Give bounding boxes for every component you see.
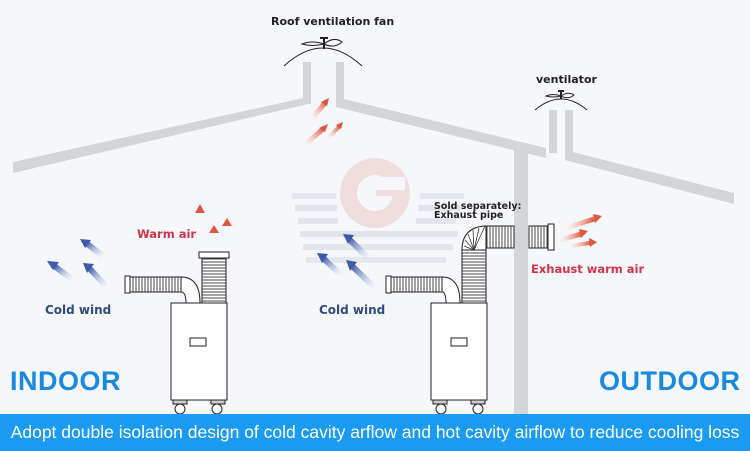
cold-wind-arrows-center: [317, 234, 377, 290]
roof-left-slope: [13, 97, 308, 173]
warm-air-arrows-outdoor: [559, 214, 602, 248]
center-cold-pipe: [389, 276, 443, 293]
center-ac-unit: [385, 223, 555, 415]
center-unit-wheel: [435, 403, 447, 415]
ventilator-duct-right: [565, 110, 573, 156]
indoor-unit-display: [189, 337, 207, 347]
roof-fan-label: Roof ventilation fan: [271, 15, 395, 28]
exhaust-pipe-vertical: [461, 249, 487, 304]
cold-wind-left-label: Cold wind: [45, 303, 112, 317]
indoor-ac-unit: [124, 251, 230, 415]
roof-right-slope: [336, 97, 546, 158]
sold-separately-label: Sold separately: Exhaust pipe: [434, 201, 522, 221]
center-unit-wheel: [472, 403, 484, 415]
warm-air-label: Warm air: [137, 227, 197, 241]
exterior-wall: [514, 144, 528, 414]
exhaust-warm-air-label: Exhaust warm air: [531, 262, 645, 276]
footer-caption: Adopt double isolation design of cold ca…: [10, 422, 740, 442]
center-unit-display: [450, 337, 468, 347]
warm-air-arrows-indoor: [195, 204, 232, 250]
sold-separately-line1: Sold separately:: [434, 201, 522, 212]
logo-stripes: [292, 193, 464, 263]
center-unit-body: [430, 302, 488, 401]
watermark-logo: [292, 158, 464, 263]
footer-caption-bar: Adopt double isolation design of cold ca…: [0, 414, 750, 451]
outdoor-label: OUTDOOR: [599, 366, 741, 396]
indoor-label: INDOOR: [10, 366, 121, 396]
indoor-unit-body: [170, 302, 228, 401]
roof: [13, 62, 734, 414]
ventilator-icon: [534, 90, 588, 111]
sold-separately-line2: Exhaust pipe: [434, 210, 504, 221]
cold-wind-arrows-left: [47, 239, 109, 289]
indoor-unit-wheel: [174, 403, 186, 415]
exhaust-pipe-outside: [528, 225, 550, 249]
roof-fan-icon: [283, 37, 363, 67]
ventilator-label: ventilator: [536, 73, 597, 86]
warm-air-arrows-roof: [303, 98, 343, 147]
exhaust-pipe-horizontal: [485, 225, 515, 249]
indoor-cold-pipe: [128, 276, 182, 293]
indoor-unit-wheel: [211, 403, 223, 415]
ventilator-duct-left: [549, 110, 557, 153]
cold-wind-center-label: Cold wind: [319, 303, 386, 317]
roof-far-right-slope: [565, 150, 734, 204]
indoor-vertical-pipe: [201, 255, 227, 304]
roof-fan-duct-left: [303, 62, 311, 104]
roof-fan-duct-right: [336, 62, 344, 104]
